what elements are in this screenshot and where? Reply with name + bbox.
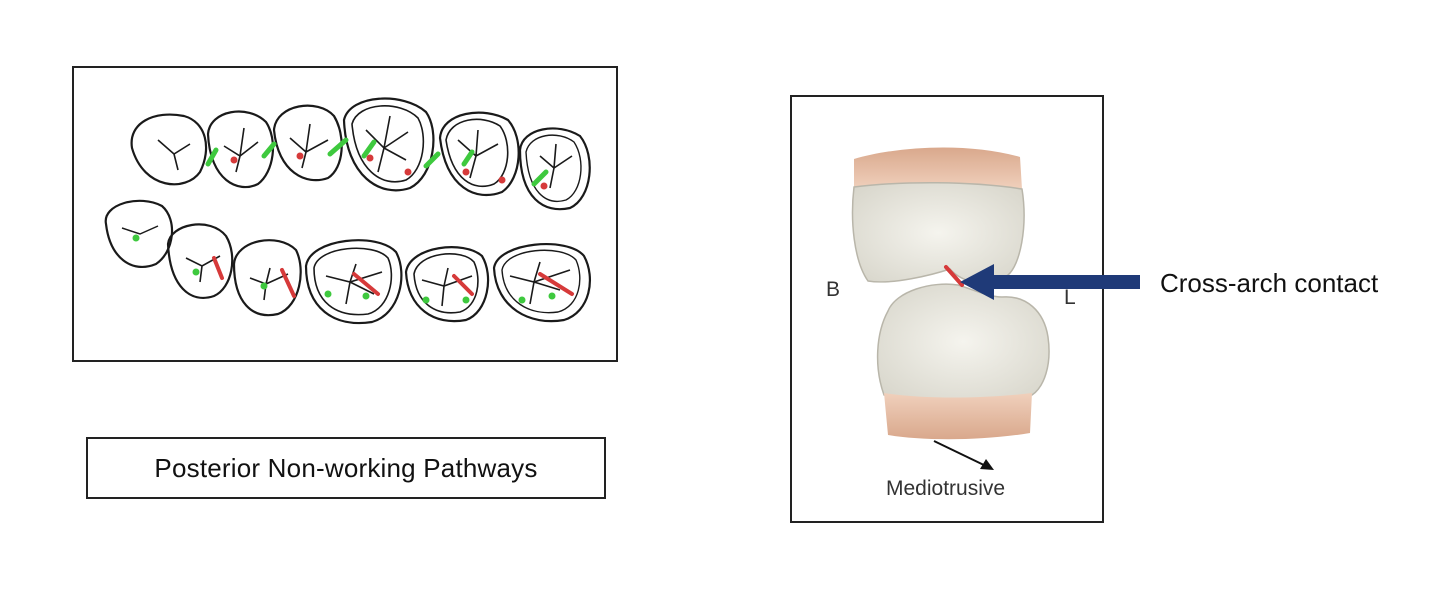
upper-gingiva (854, 147, 1022, 189)
lower-arch (104, 199, 591, 325)
callout-arrow (960, 264, 1140, 300)
lower-tooth-4 (304, 239, 403, 325)
mediotrusive-arrow (933, 440, 989, 468)
upper-tooth-2 (206, 110, 274, 189)
upper-tooth-1 (130, 113, 208, 186)
cross-arch-contact-illustration (790, 95, 1104, 523)
lower-tooth-6 (492, 243, 591, 323)
teeth-occlusal-drawing (104, 97, 591, 325)
posterior-teeth-diagram (72, 66, 618, 362)
lower-tooth-5 (404, 246, 490, 323)
buccal-label: B (826, 278, 841, 301)
lower-tooth-2 (166, 223, 234, 299)
cross-arch-contact-label: Cross-arch contact (1160, 268, 1379, 298)
mediotrusive-arrowhead (980, 459, 994, 470)
lingual-label: L (1064, 286, 1076, 309)
lower-tooth (876, 283, 1050, 401)
upper-tooth-6 (518, 127, 591, 211)
green-dots (132, 234, 556, 304)
green-pathway-marks (205, 137, 549, 187)
lower-gingiva (884, 393, 1032, 440)
upper-tooth-3 (272, 104, 343, 182)
tooth-contact-drawing (851, 147, 1050, 470)
lower-tooth-3 (232, 239, 302, 317)
upper-arch (130, 97, 591, 211)
caption-box: Posterior Non-working Pathways (86, 437, 606, 499)
red-contact-dots (230, 152, 548, 190)
diagram-caption: Posterior Non-working Pathways (154, 452, 538, 483)
upper-tooth-5 (438, 111, 520, 197)
red-pathway-marks (212, 256, 574, 298)
mediotrusive-label: Mediotrusive (886, 477, 1006, 500)
contact-mark (944, 265, 964, 287)
